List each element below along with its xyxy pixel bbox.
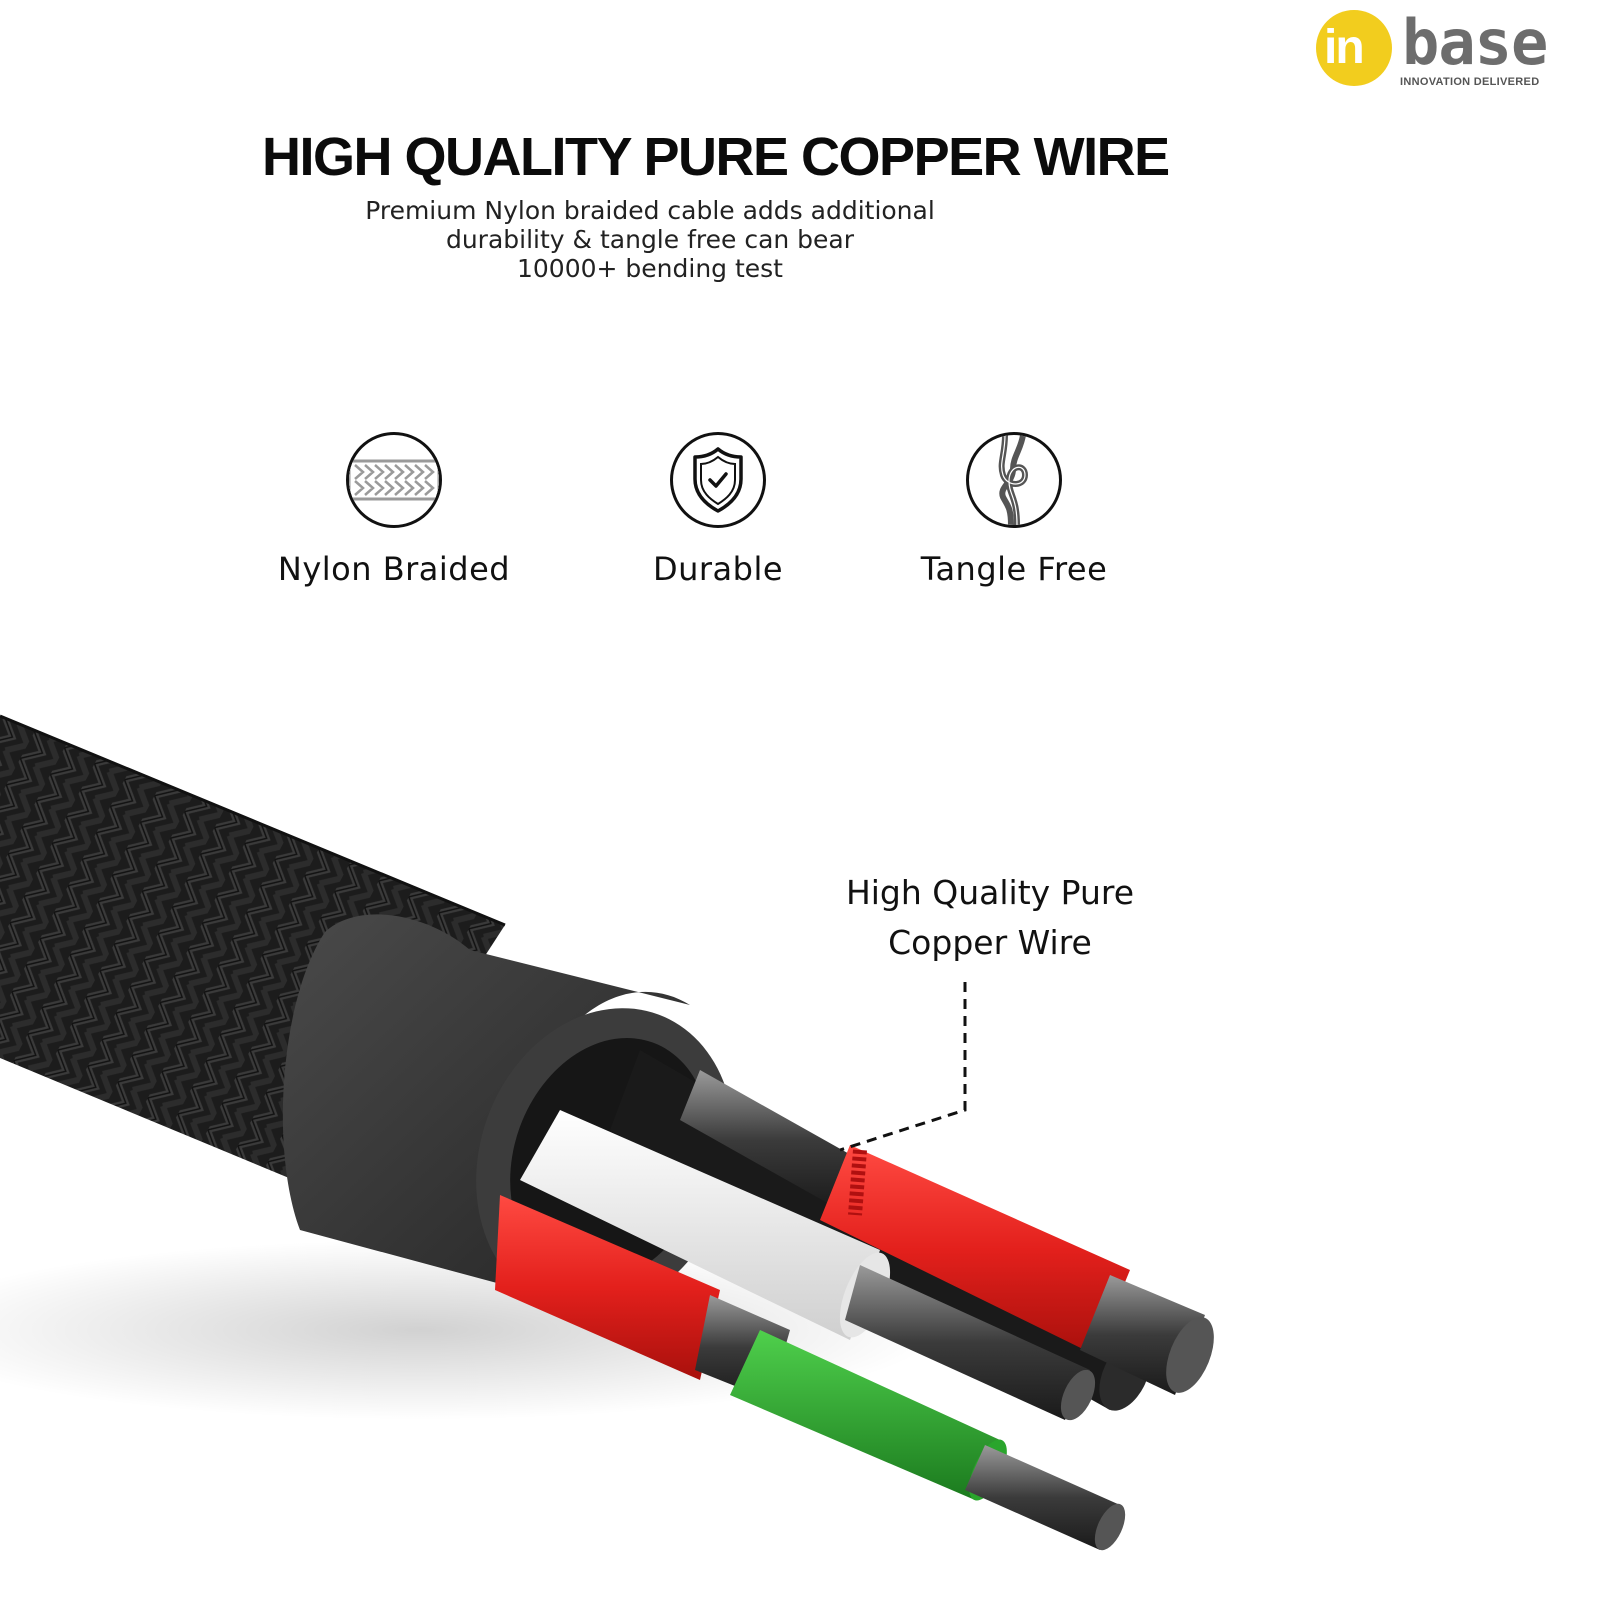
feature-label: Durable: [652, 550, 784, 588]
wire-white: [520, 1110, 1096, 1421]
wire-red-top: [680, 1070, 1214, 1395]
logo-circle-mark: in: [1316, 10, 1392, 86]
knot-icon: [966, 432, 1062, 528]
subtitle-line-3: 10000+ bending test: [516, 254, 783, 283]
logo-wordmark: base: [1402, 6, 1548, 79]
inner-jacket: [282, 914, 690, 1300]
feature-label: Tangle Free: [920, 550, 1108, 588]
logo-mark-text: in: [1324, 21, 1365, 74]
callout-line-2: Copper Wire: [888, 923, 1092, 962]
brand-logo: in base INNOVATION DELIVERED: [1316, 10, 1566, 90]
subtitle: Premium Nylon braided cable adds additio…: [330, 196, 970, 283]
subtitle-line-2: durability & tangle free can bear: [445, 225, 855, 254]
page-title: HIGH QUALITY PURE COPPER WIRE: [262, 127, 1170, 187]
shield-check-icon: [670, 432, 766, 528]
braid-icon: [346, 432, 442, 528]
wire-green: [730, 1330, 1126, 1551]
feature-label: Nylon Braided: [277, 550, 511, 588]
subtitle-line-1: Premium Nylon braided cable adds additio…: [365, 196, 935, 225]
feature-tangle-free: Tangle Free: [884, 432, 1144, 588]
feature-nylon-braided: Nylon Braided: [264, 432, 524, 588]
logo-tagline: INNOVATION DELIVERED: [1400, 76, 1540, 88]
callout-leader-line: [839, 982, 967, 1152]
feature-durable: Durable: [588, 432, 848, 588]
callout-line-1: High Quality Pure: [845, 873, 1135, 912]
copper-wire-callout: High Quality Pure Copper Wire: [830, 868, 1150, 968]
